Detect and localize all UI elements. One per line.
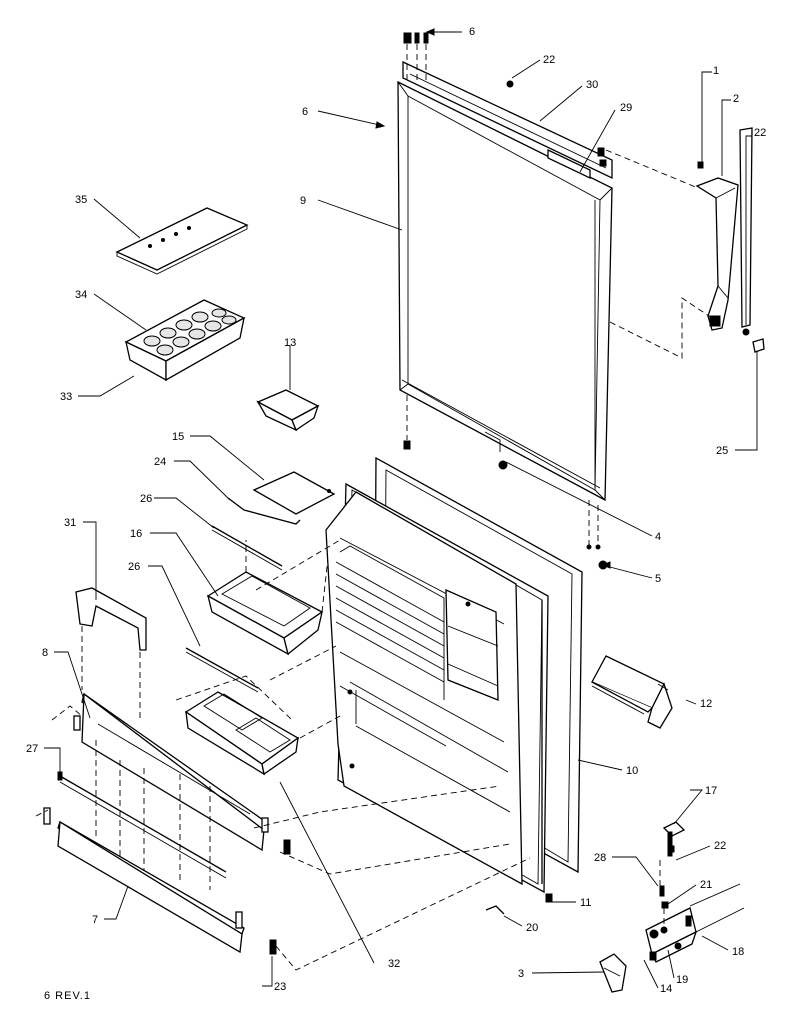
callout-33: 33 — [60, 391, 72, 403]
callout-2: 2 — [733, 93, 739, 105]
door-shelf-lower — [43, 807, 245, 954]
callout-17: 17 — [705, 785, 717, 797]
shelf-bar-middle — [185, 647, 259, 693]
ice-tray-cover — [115, 207, 249, 275]
butter-compartment — [591, 655, 673, 729]
small-bin — [256, 389, 320, 432]
callout-13: 13 — [284, 337, 296, 349]
callout-31: 31 — [64, 517, 76, 529]
callout-5: 5 — [655, 573, 661, 585]
callout-29: 29 — [620, 102, 632, 114]
callout-6: 6 — [302, 106, 308, 118]
door-handle — [605, 127, 765, 359]
callout-9: 9 — [300, 195, 306, 207]
callout-3: 3 — [518, 968, 524, 980]
callout-23: 23 — [274, 981, 286, 993]
shelf-panel — [227, 471, 336, 525]
callout-12: 12 — [700, 698, 712, 710]
callout-8: 8 — [42, 647, 48, 659]
callout-34: 34 — [75, 289, 87, 301]
bottom-washer — [485, 893, 553, 915]
shelf-bracket — [75, 587, 147, 720]
callout-18: 18 — [732, 946, 744, 958]
callout-20: 20 — [526, 922, 538, 934]
callout-22: 22 — [714, 840, 726, 852]
callout-10: 10 — [626, 765, 638, 777]
callout-1: 1 — [713, 65, 719, 77]
callout-11: 11 — [580, 897, 591, 909]
lower-hinge-assembly — [599, 821, 745, 993]
door-bin-lower — [184, 691, 300, 776]
shelf-fasteners — [269, 839, 291, 955]
callout-27: 27 — [26, 743, 38, 755]
callout-24: 24 — [154, 456, 166, 468]
leader-lines — [44, 31, 758, 989]
door-top-trim — [402, 60, 613, 180]
callout-35: 35 — [75, 194, 87, 206]
callout-14: 14 — [660, 983, 672, 995]
callout-22: 22 — [543, 54, 555, 66]
door-liner — [325, 491, 523, 886]
door-top-screws — [403, 32, 514, 88]
freezer-door — [397, 80, 613, 502]
shelf-bar-upper — [211, 525, 283, 571]
callout-32: 32 — [388, 958, 400, 970]
callout-30: 30 — [586, 79, 598, 91]
callout-25: 25 — [716, 445, 728, 457]
leader-arrowheads — [375, 28, 611, 569]
callout-7: 7 — [92, 914, 98, 926]
callout-4: 4 — [655, 531, 661, 543]
revision-note: 6 REV.1 — [44, 990, 91, 1002]
callout-26: 26 — [140, 493, 152, 505]
callout-6: 6 — [469, 26, 475, 38]
callout-15: 15 — [172, 431, 184, 443]
callout-22: 22 — [754, 127, 766, 139]
callout-26: 26 — [128, 561, 140, 573]
callout-16: 16 — [130, 528, 142, 540]
callout-28: 28 — [594, 852, 606, 864]
door-shelf-upper — [73, 692, 269, 852]
callout-labels: 6 22 30 29 1 2 22 6 9 35 34 33 13 25 15 … — [26, 26, 766, 995]
callout-19: 19 — [676, 974, 688, 986]
door-dashed-guides — [35, 539, 531, 971]
ice-tray — [124, 299, 246, 382]
callout-21: 21 — [700, 879, 712, 891]
